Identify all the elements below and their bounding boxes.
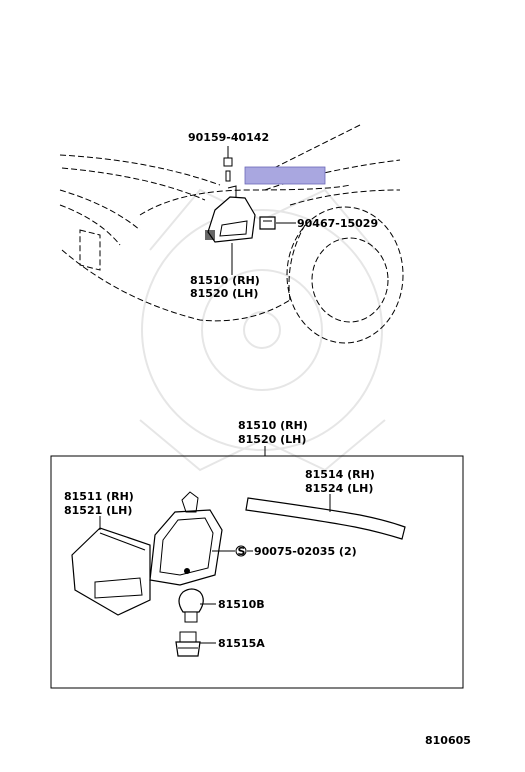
lens-icon[interactable] bbox=[71, 527, 151, 616]
label-screw: 90075-02035 (2) bbox=[254, 545, 357, 558]
label-lamp-lh-top: 81520 (LH) bbox=[190, 287, 258, 300]
gasket-icon[interactable] bbox=[245, 497, 406, 540]
label-lens-rh: 81511 (RH) bbox=[64, 490, 134, 503]
corner-lamp-installed-icon[interactable] bbox=[205, 185, 256, 243]
clip-icon[interactable] bbox=[259, 216, 276, 230]
bolt-icon[interactable] bbox=[223, 157, 233, 182]
highlight-box bbox=[244, 166, 326, 185]
label-lamp-rh-top: 81510 (RH) bbox=[190, 274, 260, 287]
screw-icon[interactable]: S bbox=[235, 545, 247, 558]
socket-icon[interactable] bbox=[175, 631, 201, 657]
label-lens-lh: 81521 (LH) bbox=[64, 504, 132, 517]
vehicle-body-outline bbox=[59, 124, 404, 344]
screw-symbol: S bbox=[238, 545, 246, 558]
diagram-id: 810605 bbox=[425, 734, 471, 747]
bulb-icon[interactable] bbox=[178, 588, 204, 623]
housing-icon[interactable] bbox=[149, 491, 223, 586]
label-clip: 90467-15029 bbox=[297, 217, 378, 230]
label-bulb: 81510B bbox=[218, 598, 265, 611]
label-gasket-rh: 81514 (RH) bbox=[305, 468, 375, 481]
exploded-view-frame bbox=[50, 455, 464, 689]
label-gasket-lh: 81524 (LH) bbox=[305, 482, 373, 495]
label-lamp-lh-box: 81520 (LH) bbox=[238, 433, 306, 446]
label-bolt: 90159-40142 bbox=[188, 131, 269, 144]
label-socket: 81515A bbox=[218, 637, 265, 650]
label-lamp-rh-box: 81510 (RH) bbox=[238, 419, 308, 432]
